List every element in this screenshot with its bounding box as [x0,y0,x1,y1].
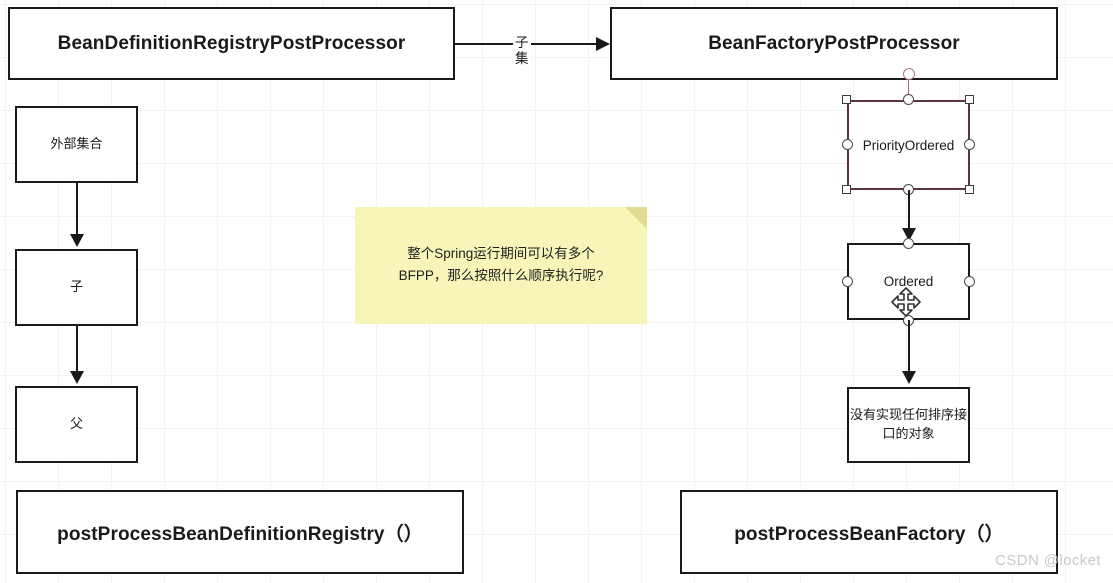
edge-line [908,190,910,230]
node-label: Ordered [883,274,934,289]
resize-handle-middle-left[interactable] [842,139,853,150]
connection-point-left[interactable] [842,276,853,287]
resize-handle-bottom-right[interactable] [965,185,974,194]
node-child[interactable]: 子 [15,249,138,326]
arrowhead-icon [902,371,916,384]
note-fold-corner-icon [625,207,647,229]
node-external-collection[interactable]: 外部集合 [15,106,138,183]
resize-handle-top-left[interactable] [842,95,851,104]
node-priority-ordered[interactable]: PriorityOrdered [847,100,970,190]
edge-line [76,183,78,235]
node-label: BeanDefinitionRegistryPostProcessor [57,32,406,54]
node-no-ordering-interface[interactable]: 没有实现任何排序接口的对象 [847,387,970,463]
node-label: 子 [69,279,83,295]
arrowhead-icon [902,228,916,241]
resize-handle-middle-right[interactable] [964,139,975,150]
node-label: PriorityOrdered [862,137,955,153]
node-label: BeanFactoryPostProcessor [708,32,960,54]
node-label: postProcessBeanDefinitionRegistry（） [57,523,423,545]
edge-line [908,320,910,372]
watermark: CSDN @locket [995,552,1101,569]
node-bean-definition-registry-post-processor[interactable]: BeanDefinitionRegistryPostProcessor [8,7,455,80]
edge-label: 子集 [513,35,531,67]
node-post-process-bean-factory[interactable]: postProcessBeanFactory（） [680,490,1058,574]
arrowhead-icon [70,234,84,247]
node-label: postProcessBeanFactory（） [734,523,1004,545]
node-label: 父 [69,416,83,432]
connection-point-handle[interactable] [903,68,915,80]
resize-handle-top-center[interactable] [903,94,914,105]
note-text: 整个Spring运行期间可以有多个 BFPP，那么按照什么顺序执行呢? [355,243,647,286]
resize-handle-top-right[interactable] [965,95,974,104]
edge-line [908,80,909,105]
node-label: 外部集合 [50,136,103,152]
resize-handle-bottom-left[interactable] [842,185,851,194]
node-label: 没有实现任何排序接口的对象 [849,407,967,441]
arrowhead-icon [70,371,84,384]
node-bean-factory-post-processor[interactable]: BeanFactoryPostProcessor [610,7,1058,80]
node-post-process-bean-definition-registry[interactable]: postProcessBeanDefinitionRegistry（） [16,490,464,574]
arrowhead-icon [596,37,610,51]
connection-point-right[interactable] [964,276,975,287]
note-text-line-1: 整个Spring运行期间可以有多个 [407,246,595,261]
node-parent[interactable]: 父 [15,386,138,463]
edge-line [76,326,78,372]
note-text-line-2: BFPP，那么按照什么顺序执行呢? [398,267,604,283]
sticky-note[interactable]: 整个Spring运行期间可以有多个 BFPP，那么按照什么顺序执行呢? [355,207,647,324]
move-cursor-icon [891,287,921,317]
connection-point-top[interactable] [903,238,914,249]
